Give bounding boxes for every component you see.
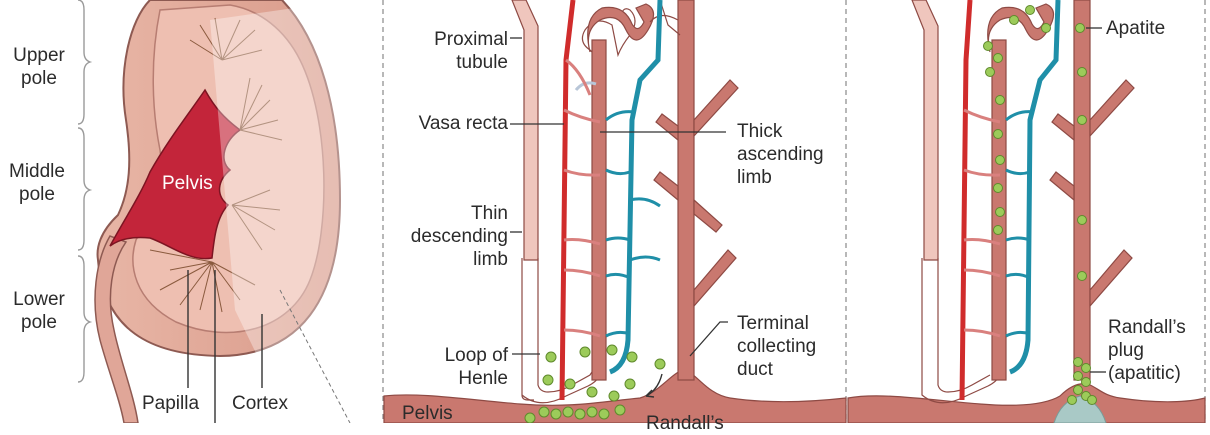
kidney-illustration (77, 0, 351, 423)
pelvis-label: Pelvis (162, 173, 213, 194)
ureter (94, 235, 139, 423)
middle-pelvis-label: Pelvis (402, 403, 453, 424)
papilla-label: Papilla (142, 393, 200, 414)
papilla-rays (149, 17, 283, 313)
renal-pelvis (109, 88, 242, 260)
diagram-artwork (77, 0, 1206, 423)
pole-brackets (77, 0, 93, 383)
vasa-recta-label: Vasa recta (418, 113, 508, 134)
cortex-label: Cortex (232, 393, 288, 414)
nephron-right (847, 0, 1206, 423)
randalls-plaque-label: Randall’s (646, 413, 724, 434)
nephron-middle (383, 0, 847, 423)
apatite-label: Apatite (1106, 18, 1166, 39)
